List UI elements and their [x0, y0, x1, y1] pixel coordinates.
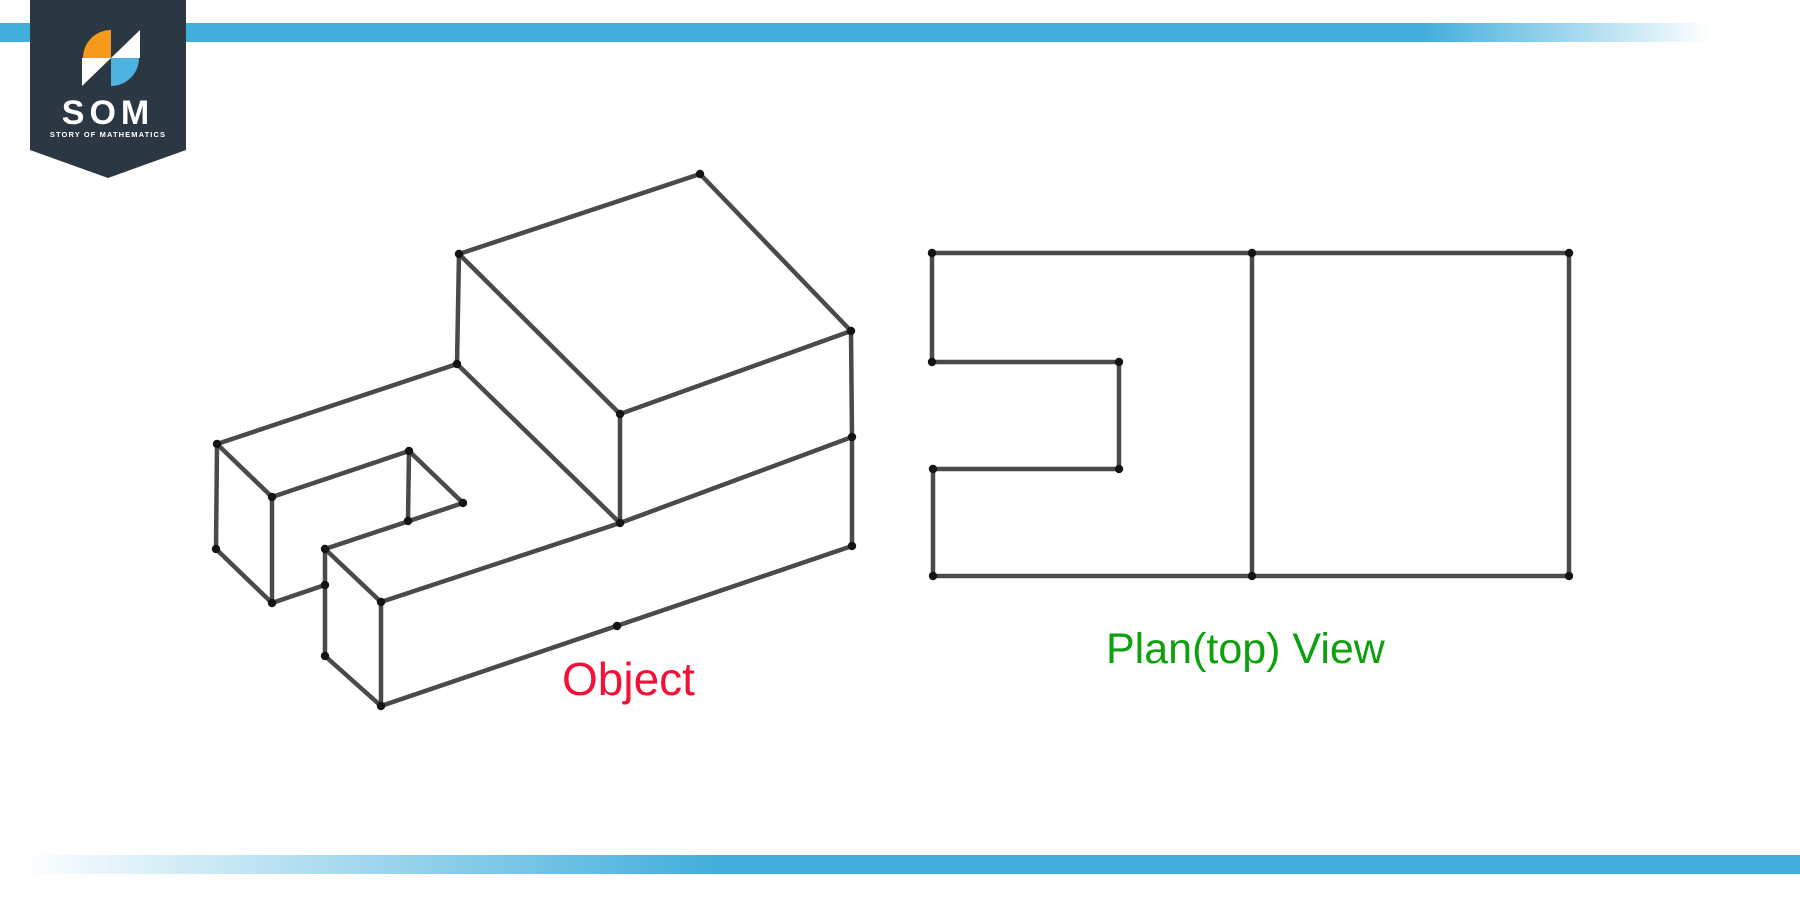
som-logo-icon-blue-quarter	[111, 58, 139, 86]
som-logo: SOM STORY OF MATHEMATICS	[30, 0, 186, 178]
bottom-accent-bar	[0, 855, 1800, 874]
som-logo-icon-white-triangle-top	[111, 30, 140, 58]
plan-top-view-drawing	[927, 248, 1574, 581]
object-isometric-drawing	[211, 169, 857, 711]
som-logo-subtitle: STORY OF MATHEMATICS	[50, 130, 166, 139]
plan-view-label: Plan(top) View	[1106, 625, 1385, 673]
object-label: Object	[562, 653, 695, 705]
som-logo-title: SOM	[62, 94, 154, 132]
som-logo-icon-white-triangle-bottom	[82, 58, 111, 86]
som-logo-icon-orange-quarter	[83, 30, 111, 58]
som-logo-badge	[30, 0, 186, 178]
som-logo-icon	[82, 30, 140, 86]
top-accent-bar	[0, 23, 1800, 42]
